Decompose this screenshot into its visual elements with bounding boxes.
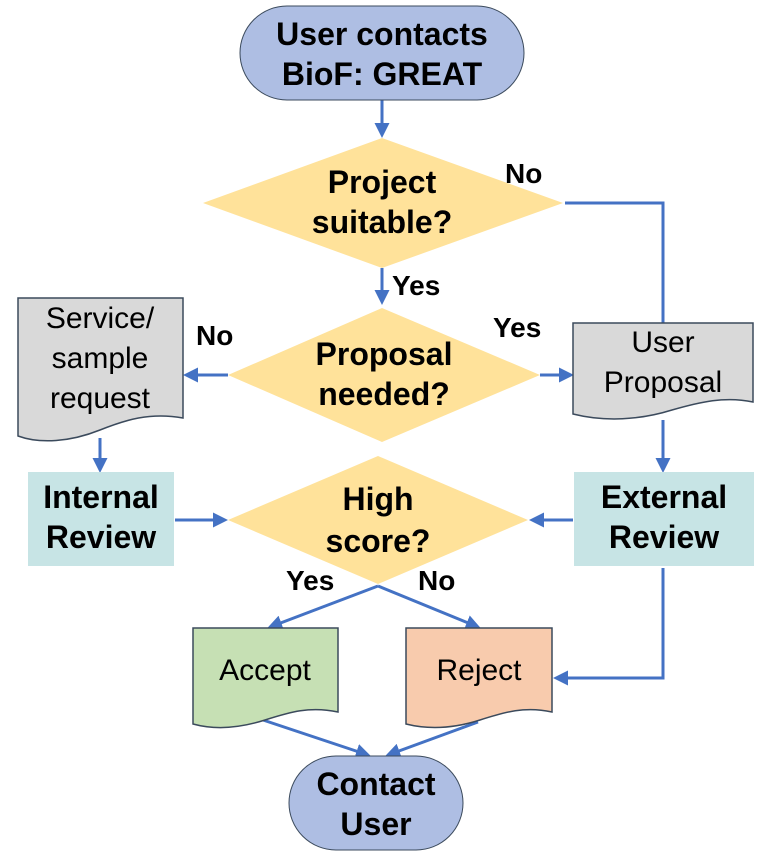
connectors <box>92 100 671 759</box>
start-shape <box>239 5 525 101</box>
accept-label: Accept <box>219 654 311 687</box>
edge-label-score-no: No <box>418 565 455 596</box>
end-label-line2: User <box>340 806 411 842</box>
internal-review-process: Internal Review <box>28 472 174 566</box>
user-proposal-document: User Proposal <box>572 322 754 420</box>
internal-review-line2: Review <box>46 519 156 555</box>
arrow-score-yes <box>267 584 379 630</box>
start-terminal: User contacts BioF: GREAT <box>239 5 525 101</box>
arrow-reject-to-end <box>385 720 479 758</box>
arrow-suitable-no <box>565 201 665 323</box>
user-proposal-line2: Proposal <box>604 366 722 399</box>
decision-high-score: High score? <box>228 456 528 584</box>
decision-proposal-needed-shape <box>228 308 540 442</box>
edge-label-suitable-no: No <box>505 158 542 189</box>
service-request-line3: request <box>50 382 151 415</box>
decision-high-score-shape <box>228 456 528 584</box>
decision-project-suitable: Project suitable? <box>203 138 563 268</box>
user-proposal-shape <box>572 322 754 420</box>
decision-proposal-needed-line1: Proposal <box>316 336 453 372</box>
service-request-shape <box>17 297 184 442</box>
decision-project-suitable-shape <box>203 138 563 268</box>
end-terminal: Contact User <box>288 755 464 851</box>
service-request-line1: Service/ <box>46 302 155 335</box>
start-label-line1: User contacts <box>276 16 488 52</box>
internal-review-shape <box>28 472 174 566</box>
decision-project-suitable-line2: suitable? <box>312 204 452 240</box>
external-review-line2: Review <box>609 519 719 555</box>
arrow-external-to-reject <box>553 568 665 686</box>
service-request-document: Service/ sample request <box>17 297 184 442</box>
decision-high-score-line1: High <box>342 481 413 517</box>
arrow-accept-to-end <box>262 718 371 759</box>
edge-label-suitable-yes: Yes <box>392 270 440 301</box>
accept-shape <box>192 627 339 729</box>
arrow-score-no <box>377 584 481 630</box>
user-proposal-line1: User <box>631 326 694 359</box>
end-shape <box>288 755 464 851</box>
reject-label: Reject <box>436 654 522 687</box>
external-review-line1: External <box>601 479 727 515</box>
edge-label-score-yes: Yes <box>286 565 334 596</box>
decision-proposal-needed: Proposal needed? <box>228 308 540 442</box>
accept-document: Accept <box>192 627 339 729</box>
edge-label-proposal-yes: Yes <box>493 312 541 343</box>
reject-document: Reject <box>405 627 553 729</box>
service-request-line2: sample <box>52 342 149 375</box>
decision-proposal-needed-line2: needed? <box>318 376 450 412</box>
decision-project-suitable-line1: Project <box>328 164 437 200</box>
internal-review-line1: Internal <box>43 479 159 515</box>
end-label-line1: Contact <box>316 766 435 802</box>
decision-high-score-line2: score? <box>326 523 431 559</box>
edge-label-proposal-no: No <box>196 320 233 351</box>
external-review-shape <box>574 472 754 566</box>
external-review-process: External Review <box>574 472 754 566</box>
reject-shape <box>405 627 553 729</box>
start-label-line2: BioF: GREAT <box>282 56 483 92</box>
